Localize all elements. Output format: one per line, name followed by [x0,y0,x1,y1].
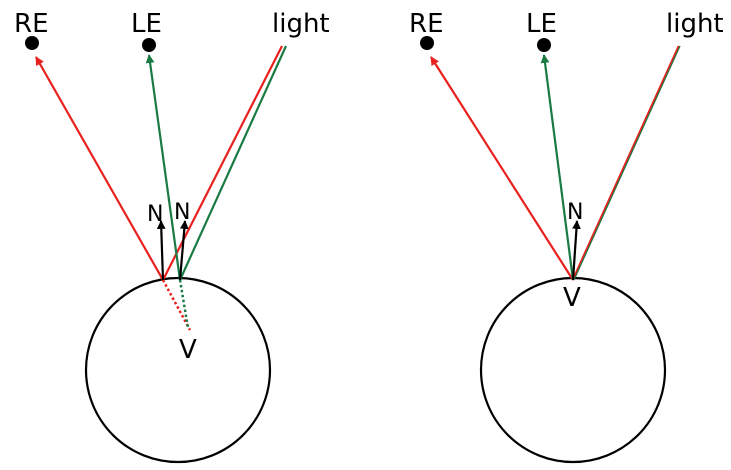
left-sphere [84,276,272,464]
right-normal-label: N [567,200,583,225]
left-normal-arrow-2 [178,220,189,281]
left-red-incoming-ray [162,45,283,281]
right-red-incoming-ray [571,45,681,281]
right-green-incoming-ray [573,45,681,281]
right-diagram: RE LE light N V [409,9,724,464]
left-normal-label-2: N [174,200,190,225]
left-green-incoming-ray [178,45,288,281]
right-vertex-label: V [563,283,581,313]
left-green-reflected-ray [145,54,182,281]
left-vertex-label: V [179,335,197,365]
right-normal-arrow [571,220,581,281]
left-left-eye-label: LE [131,9,162,39]
left-normal-label-1: N [147,202,163,227]
left-right-eye-label: RE [14,9,49,39]
right-red-reflected-ray [430,56,574,281]
right-right-eye-label: RE [409,9,444,39]
left-red-virtual-ray [161,279,192,331]
right-light-label: light [666,9,724,39]
left-right-eye-point [25,36,39,50]
right-left-eye-label: LE [526,9,557,39]
left-diagram: RE LE light N N V [14,9,330,464]
left-green-virtual-ray [178,279,190,329]
left-light-label: light [272,9,330,39]
left-left-eye-point [142,38,156,52]
left-normal-arrow-1 [156,220,166,281]
right-left-eye-point [537,38,551,52]
right-right-eye-point [420,36,434,50]
right-green-reflected-ray [540,54,575,281]
left-red-reflected-ray [35,56,164,281]
